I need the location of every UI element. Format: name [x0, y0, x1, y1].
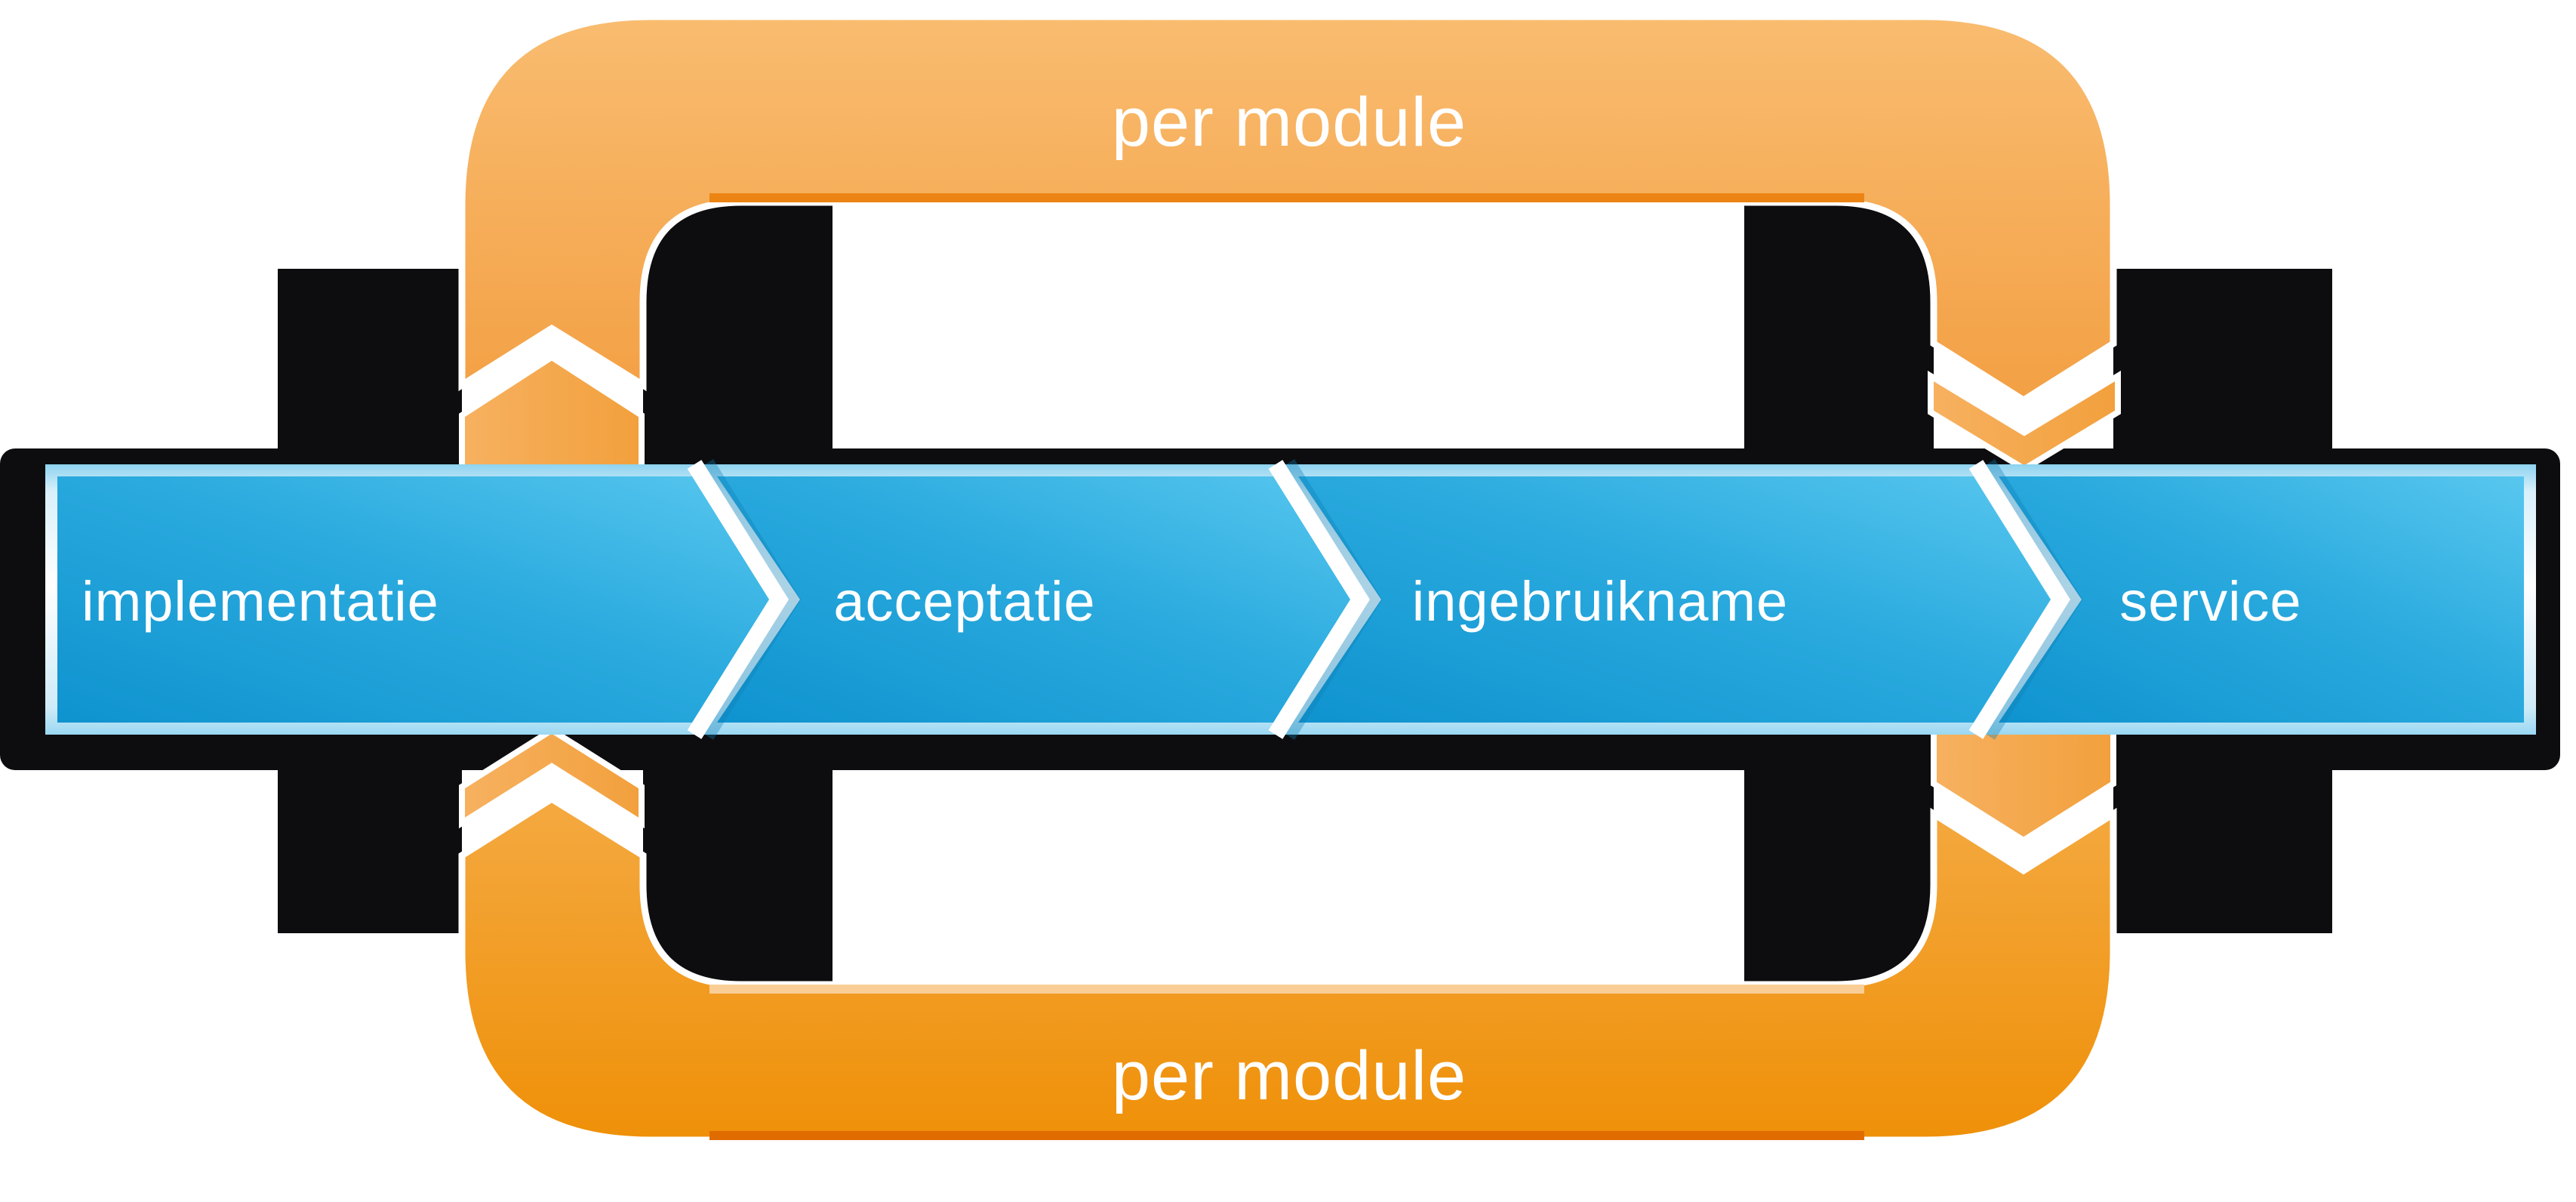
separators: [687, 460, 2070, 739]
bottom-loop-label: per module: [1112, 1037, 1467, 1114]
shadow-chunk-top-left-outer: [278, 269, 462, 450]
separator-shadows: [696, 459, 2083, 740]
shadow-chunk-bottom-right-outer: [2113, 752, 2332, 933]
stage-label-implementatie: implementatie: [82, 570, 439, 633]
top-loop-band: [458, 13, 2117, 405]
separator-2: [1268, 460, 1370, 739]
stage-chevron-implementatie: [57, 476, 777, 723]
top-right-arrowhead-down-icon: [1928, 370, 2121, 473]
shadow-chunks: [278, 202, 2332, 988]
shadow-chunk-top-right-inner: [1744, 202, 1934, 452]
stage-label-service: service: [2119, 570, 2301, 633]
stage-chevron-acceptatie: [717, 476, 1359, 723]
separator-3: [1968, 460, 2070, 739]
stage-chevron-service: [1999, 476, 2524, 723]
stage-label-ingebruikname: ingebruikname: [1412, 570, 1788, 633]
top-loop-label: per module: [1112, 84, 1467, 161]
stage-label-acceptatie: acceptatie: [833, 570, 1095, 633]
separator-1: [687, 460, 789, 739]
bottom-loop-band: [458, 794, 2117, 1144]
shadow-chunk-bottom-left-inner: [643, 769, 833, 988]
process-bar: implementatie acceptatie ingebruikname s…: [57, 459, 2524, 740]
shadow-chunk-bottom-right-inner: [1744, 769, 1934, 988]
shadow-chunk-top-right-outer: [2113, 269, 2332, 450]
shadow-chunk-bottom-left-outer: [278, 752, 462, 933]
stage-chevron-ingebruikname: [1298, 476, 2059, 723]
shadow-chunk-top-left-inner: [643, 202, 833, 452]
